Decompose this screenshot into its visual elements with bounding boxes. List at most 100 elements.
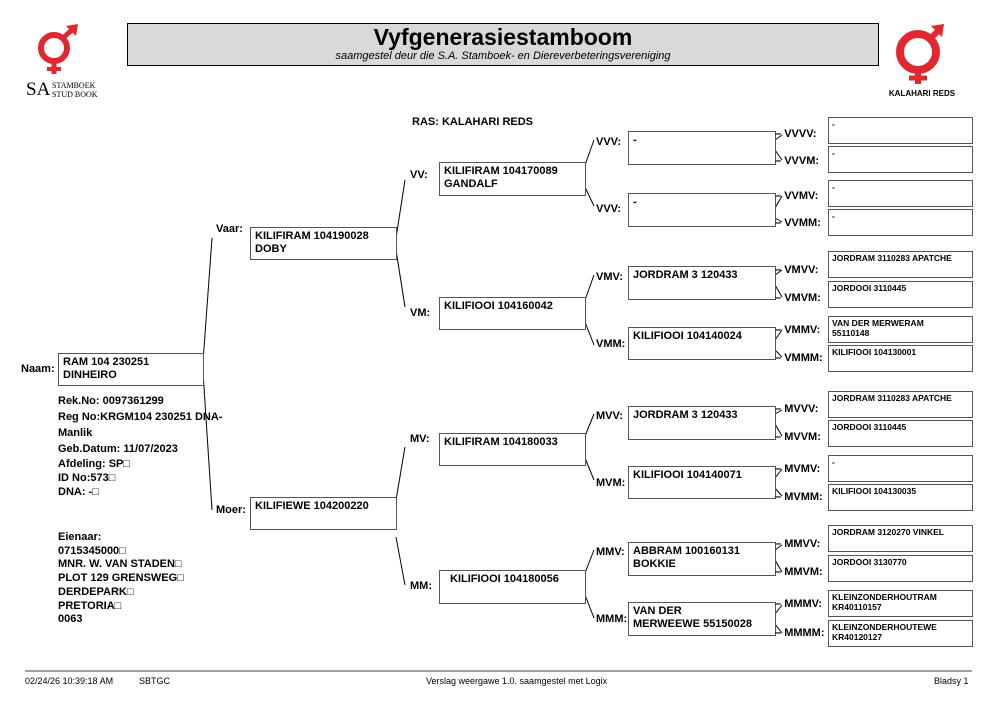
- report-header: Vyfgenerasiestamboom saamgestel deur die…: [127, 23, 879, 66]
- gen4-13-line1: JORDRAM 3120270 VINKEL: [832, 527, 944, 537]
- animal-box: RAM 104 230251 DINHEIRO: [58, 353, 204, 386]
- gen4-15-line2: KR40110157: [832, 602, 882, 612]
- gen4-box-1: -: [828, 117, 973, 144]
- gen3-8-line1: VAN DER: [633, 605, 682, 617]
- gen2-vv-line1: KILIFIRAM 104170089: [444, 165, 558, 177]
- gen4-12-line1: KILIFIOOI 104130035: [832, 486, 917, 496]
- gen4-label-8: – VMMM:: [775, 352, 823, 364]
- gender-symbol-icon: [38, 24, 78, 74]
- animal-name-line1: RAM 104 230251: [63, 356, 150, 368]
- gen4-label-text-15: MMMV:: [784, 598, 823, 610]
- gen2-box-mv: KILIFIRAM 104180033: [439, 433, 586, 466]
- detail-idno: ID No:573□: [58, 472, 116, 484]
- gen4-label-11: – MVMV:: [775, 463, 821, 475]
- gen3-label-4: VMM:: [596, 338, 626, 350]
- gen2-mv-line1: KILIFIRAM 104180033: [444, 436, 558, 448]
- gen3-5-line1: JORDRAM 3 120433: [633, 409, 738, 421]
- gen4-box-3: -: [828, 180, 973, 207]
- gen4-label-4: – VVMM:: [775, 217, 821, 229]
- gen4-box-5: JORDRAM 3110283 APATCHE: [828, 251, 973, 278]
- sa-studbook-logo: SA STAMBOEK STUD BOOK: [24, 24, 104, 102]
- logo-studbook: STUD BOOK: [52, 90, 98, 99]
- footer-code: SBTGC: [139, 676, 171, 686]
- gen4-label-text-4: VVMM:: [784, 217, 821, 229]
- gen3-box-5: JORDRAM 3 120433: [628, 406, 776, 440]
- gen2-box-mm: KILIFIOOI 104180056: [439, 570, 586, 604]
- gen3-4-line1: KILIFIOOI 104140024: [633, 330, 742, 342]
- owner-block: Eienaar: 0715345000□ MNR. W. VAN STADEN□…: [58, 531, 184, 627]
- gen4-10-line1: JORDOOI 3110445: [832, 422, 907, 432]
- gen2-box-vv: KILIFIRAM 104170089 GANDALF: [439, 162, 586, 196]
- gen4-label-text-13: MMVV:: [784, 538, 821, 550]
- gen4-label-16: – MMMM:: [775, 627, 825, 639]
- gen3-box-3: JORDRAM 3 120433: [628, 266, 776, 300]
- gen3-8-line2: MERWEEWE 55150028: [633, 618, 753, 630]
- detail-dna: DNA: -□: [58, 486, 99, 498]
- footer-page: Bladsy 1: [934, 676, 969, 686]
- gen4-label-2: – VVVM:: [775, 155, 820, 167]
- gen2-mm-line1: KILIFIOOI 104180056: [450, 573, 559, 585]
- gen3-7-line2: BOKKIE: [633, 558, 676, 570]
- gen4-8-line1: KILIFIOOI 104130001: [832, 347, 917, 357]
- gen4-label-15: – MMMV:: [775, 598, 823, 610]
- footer-timestamp: 02/24/26 10:39:18 AM: [25, 676, 114, 686]
- gen4-box-14: JORDOOI 3130770: [828, 555, 973, 582]
- gen3-label-3: VMV:: [596, 271, 623, 283]
- gen4-16-line1: KLEINZONDERHOUTEWE: [832, 622, 937, 632]
- gen4-11-line1: -: [832, 457, 835, 467]
- gen4-box-11: -: [828, 455, 973, 482]
- gen4-label-text-5: VMVV:: [784, 264, 819, 276]
- gen3-label-8: MMM:: [596, 613, 628, 625]
- gen4-4-line1: -: [832, 211, 835, 221]
- logo-letters: SA: [26, 79, 51, 100]
- gen4-3-line1: -: [832, 182, 835, 192]
- breed-label: RAS: KALAHARI REDS: [412, 116, 533, 128]
- gen2-box-vm: KILIFIOOI 104160042: [439, 297, 586, 330]
- owner-city: PRETORIA□: [58, 599, 122, 612]
- gen4-6-line1: JORDOOI 3110445: [832, 283, 907, 293]
- gen4-box-6: JORDOOI 3110445: [828, 281, 973, 308]
- gen3-box-8: VAN DER MERWEEWE 55150028: [628, 602, 776, 636]
- page-title: Vyfgenerasiestamboom: [373, 24, 633, 50]
- gen4-16-line2: KR40120127: [832, 632, 883, 642]
- gen4-5-line1: JORDRAM 3110283 APATCHE: [832, 253, 952, 263]
- gen3-3-line1: JORDRAM 3 120433: [633, 269, 738, 281]
- gen4-label-text-11: MVMV:: [784, 463, 821, 475]
- gen3-box-2: -: [628, 193, 776, 227]
- gen3-label-1: VVV:: [596, 136, 622, 148]
- gen4-label-12: – MVMM:: [775, 491, 823, 503]
- gen4-box-9: JORDRAM 3110283 APATCHE: [828, 391, 973, 418]
- gen4-label-10: – MVVM:: [775, 431, 821, 443]
- gen3-label-6: MVM:: [596, 477, 626, 489]
- gen4-box-10: JORDOOI 3110445: [828, 420, 973, 447]
- dam-line1: KILIFIEWE 104200220: [255, 500, 369, 512]
- gen2-label-mm: MM:: [410, 580, 432, 592]
- gen4-box-8: KILIFIOOI 104130001: [828, 345, 973, 372]
- gen4-label-5: – VMVV:: [775, 264, 819, 276]
- footer-report: Verslag weergawe 1.0. saamgestel met Log…: [426, 676, 608, 686]
- gen3-box-6: KILIFIOOI 104140071: [628, 466, 776, 499]
- gen4-label-9: – MVVV:: [775, 403, 819, 415]
- sire-line2: DOBY: [255, 243, 287, 255]
- animal-details: Rek.No: 0097361299 Reg No:KRGM104 230251…: [58, 393, 222, 499]
- gen4-label-3: – VVMV:: [775, 190, 819, 202]
- detail-afdeling: Afdeling: SP□: [58, 458, 131, 470]
- detail-rekno: Rek.No: 0097361299: [58, 395, 164, 407]
- gen2-label-vm: VM:: [410, 307, 431, 319]
- gen4-label-text-6: VMVM:: [784, 292, 821, 304]
- gen2-label-vv: VV:: [410, 169, 428, 181]
- owner-address1: PLOT 129 GRENSWEG□: [58, 572, 184, 585]
- logo-stamboek: STAMBOEK: [52, 81, 96, 90]
- sire-label: Vaar:: [216, 223, 243, 235]
- gen4-label-1: – VVVV:: [775, 128, 817, 140]
- gen4-label-text-9: MVVV:: [784, 403, 819, 415]
- dam-label: Moer:: [216, 504, 246, 516]
- logo-kalahari-text: KALAHARI REDS: [888, 89, 956, 98]
- owner-postcode: 0063: [58, 613, 83, 626]
- gen4-7-line2: 55110148: [832, 328, 870, 338]
- gen4-label-text-2: VVVM:: [784, 155, 820, 167]
- kalahari-reds-logo: KALAHARI REDS: [884, 24, 964, 102]
- detail-sex: Manlik: [58, 427, 93, 439]
